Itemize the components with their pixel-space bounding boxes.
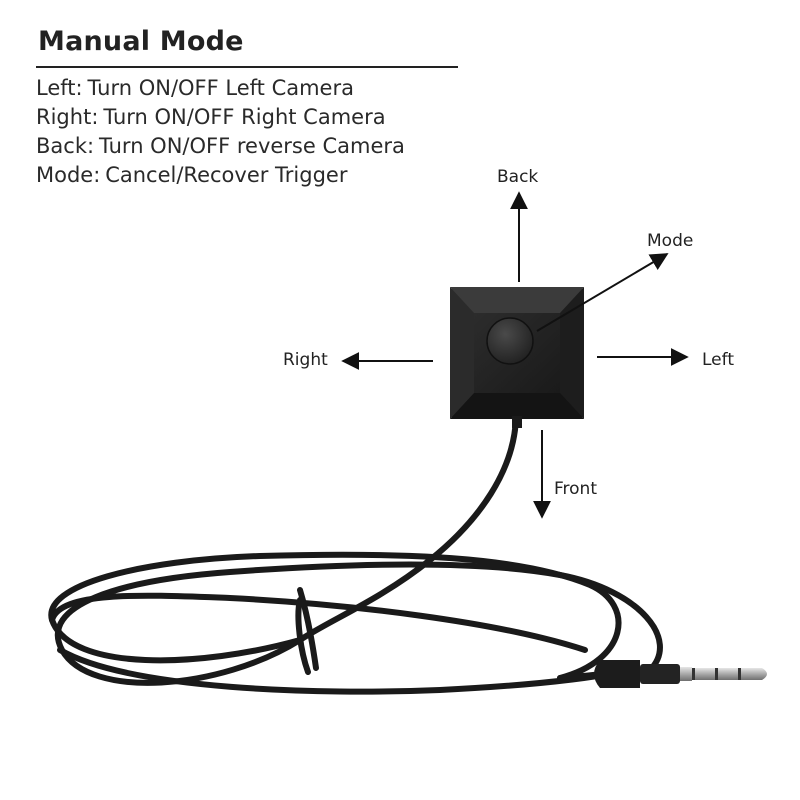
label-left: Left <box>702 350 734 370</box>
label-right: Right <box>283 350 328 370</box>
cable <box>48 415 663 695</box>
function-desc: Turn ON/OFF Right Camera <box>103 105 386 129</box>
title-underline <box>36 66 458 68</box>
label-front: Front <box>554 479 597 499</box>
function-separator: : <box>93 163 101 187</box>
function-item-mode: Mode:Cancel/Recover Trigger <box>36 161 405 190</box>
function-separator: : <box>86 134 95 158</box>
function-item-left: Left:Turn ON/OFF Left Camera <box>36 74 405 103</box>
page-title: Manual Mode <box>38 26 244 57</box>
function-separator: : <box>75 76 83 100</box>
function-key: Left <box>36 76 76 100</box>
function-key: Mode <box>36 163 94 187</box>
function-desc: Turn ON/OFF reverse Camera <box>98 134 405 158</box>
function-desc: Cancel/Recover Trigger <box>105 163 348 187</box>
function-item-back: Back:Turn ON/OFF reverse Camera <box>36 132 405 161</box>
label-back: Back <box>497 167 538 187</box>
mode-button <box>486 317 534 365</box>
function-key: Back <box>36 134 87 158</box>
function-separator: : <box>91 105 99 129</box>
function-key: Right <box>36 105 92 129</box>
label-mode: Mode <box>647 231 693 251</box>
audio-plug <box>594 660 767 688</box>
function-list: Left:Turn ON/OFF Left Camera Right:Turn … <box>36 74 405 190</box>
function-item-right: Right:Turn ON/OFF Right Camera <box>36 103 405 132</box>
arrow-mode <box>536 253 669 332</box>
function-desc: Turn ON/OFF Left Camera <box>87 76 354 100</box>
